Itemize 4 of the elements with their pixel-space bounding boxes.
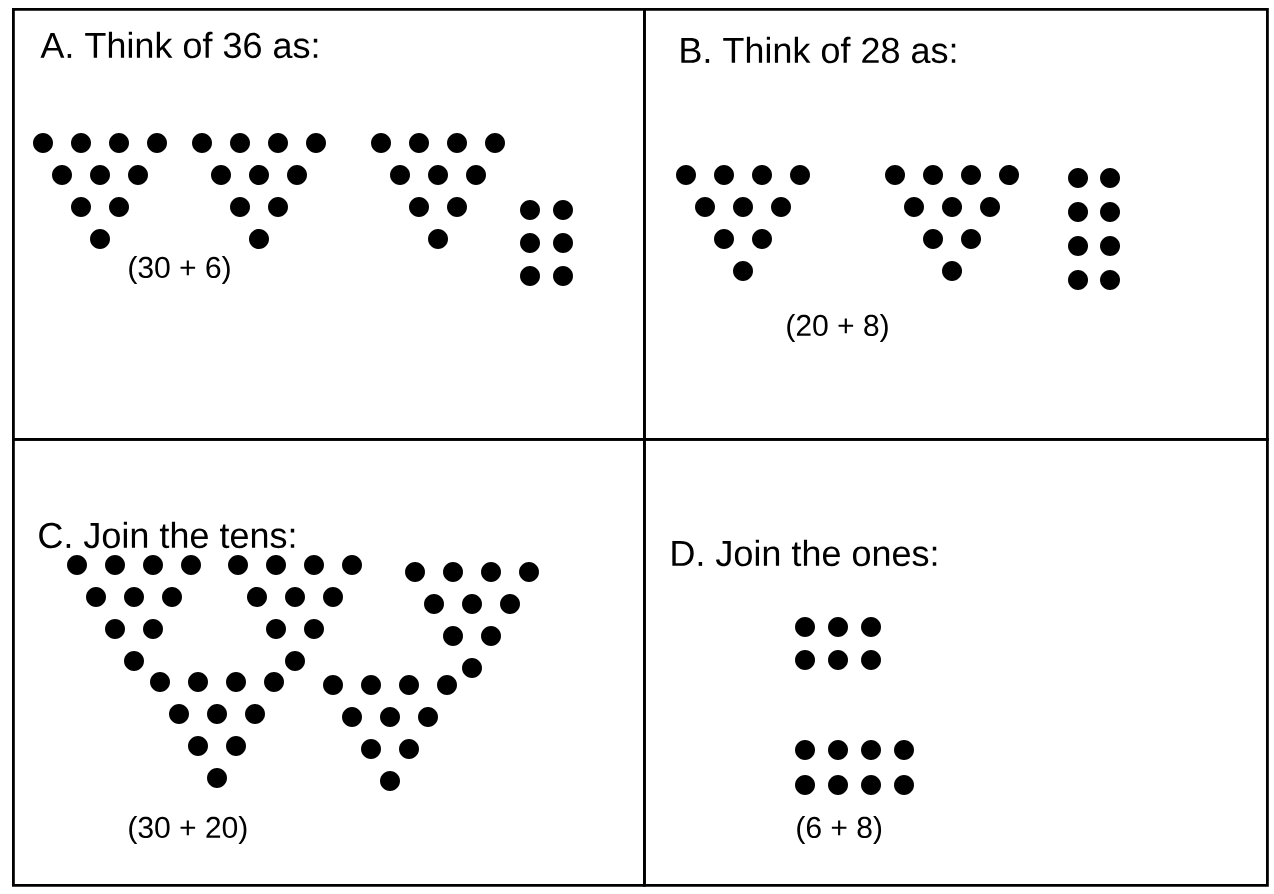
panel: D. Join the ones: (6 + 8) — [643, 438, 1269, 887]
panel: B. Think of 28 as: (20 + 8) — [643, 8, 1269, 441]
panel: C. Join the tens: (30 + 20) — [12, 438, 646, 887]
panel: A. Think of 36 as: (30 + 6) — [12, 8, 646, 441]
